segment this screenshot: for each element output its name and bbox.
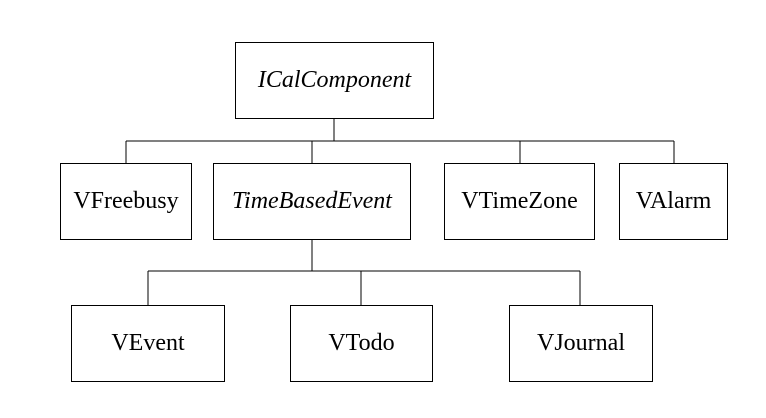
box-label-icalcomponent: ICalComponent xyxy=(257,67,412,93)
box-vfreebusy: VFreebusy xyxy=(60,163,192,240)
box-label-valarm: VAlarm xyxy=(635,188,712,214)
box-timebasedevent: TimeBasedEvent xyxy=(213,163,411,240)
box-vjournal: VJournal xyxy=(509,305,653,382)
box-valarm: VAlarm xyxy=(619,163,728,240)
box-label-vfreebusy: VFreebusy xyxy=(73,188,179,214)
box-label-vevent: VEvent xyxy=(111,330,185,356)
box-vtodo: VTodo xyxy=(290,305,433,382)
box-icalcomponent: ICalComponent xyxy=(235,42,434,119)
box-vevent: VEvent xyxy=(71,305,225,382)
box-label-vtimezone: VTimeZone xyxy=(461,188,578,214)
box-label-vjournal: VJournal xyxy=(537,330,625,356)
box-vtimezone: VTimeZone xyxy=(444,163,595,240)
box-label-timebasedevent: TimeBasedEvent xyxy=(232,188,392,214)
box-label-vtodo: VTodo xyxy=(328,330,395,356)
